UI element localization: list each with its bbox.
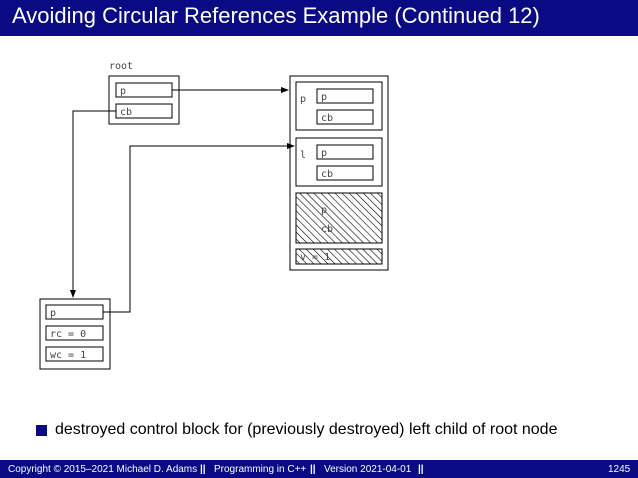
footer-separator: || — [418, 464, 424, 475]
root-label: root — [109, 61, 133, 72]
node-left-p-field — [316, 144, 374, 160]
footer-copyright: Copyright © 2015–2021 Michael D. Adams — [8, 464, 198, 475]
title-bar: Avoiding Circular References Example (Co… — [0, 0, 638, 36]
root-cb-label: cb — [120, 107, 132, 118]
control-block — [39, 298, 111, 370]
control-block-wc-label: wc = 1 — [50, 350, 86, 361]
footer-separator: || — [200, 464, 206, 475]
node-box — [289, 75, 389, 271]
node-left-p-label: p — [321, 148, 327, 159]
node-parent-cb-field — [316, 109, 374, 125]
bullet-square-icon — [36, 425, 47, 436]
control-block-rc-field — [45, 325, 104, 341]
node-parent-p-field — [316, 88, 374, 104]
control-block-p-label: p — [50, 308, 56, 319]
arrow-root-cb-to-control-block — [70, 110, 116, 298]
footer-bar: Copyright © 2015–2021 Michael D. Adams |… — [0, 460, 638, 478]
node-left-cb-field — [316, 165, 374, 181]
node-parent-p-label: p — [321, 92, 327, 103]
root-p-label: p — [120, 86, 126, 97]
node-value-hatched — [295, 248, 383, 265]
footer-course: Programming in C++ — [214, 464, 307, 475]
node-right-p-label: p — [321, 205, 327, 216]
footer-version: Version 2021-04-01 — [324, 464, 412, 475]
slide-title: Avoiding Circular References Example (Co… — [12, 3, 540, 28]
footer-separator: || — [310, 464, 316, 475]
node-parent-label: p — [300, 94, 306, 105]
pointer-diagram: root p cb p p cb l p cb p cb v = 1 p rc … — [39, 61, 389, 370]
node-right-cb-label: cb — [321, 224, 333, 235]
control-block-wc-field — [45, 346, 104, 362]
bullet-text: destroyed control block for (previously … — [55, 421, 558, 438]
node-parent-cb-label: cb — [321, 113, 333, 124]
node-parent-pointer — [295, 81, 383, 131]
footer-page-number: 1245 — [608, 464, 631, 475]
node-left-pointer — [295, 137, 383, 187]
node-left-cb-label: cb — [321, 169, 333, 180]
control-block-rc-label: rc = 0 — [50, 329, 86, 340]
node-left-label: l — [300, 150, 306, 161]
arrow-control-block-to-node — [103, 143, 295, 313]
root-pointer-box — [108, 75, 180, 125]
node-right-pointer-hatched — [295, 192, 383, 244]
node-value-label: v = 1 — [300, 252, 330, 263]
